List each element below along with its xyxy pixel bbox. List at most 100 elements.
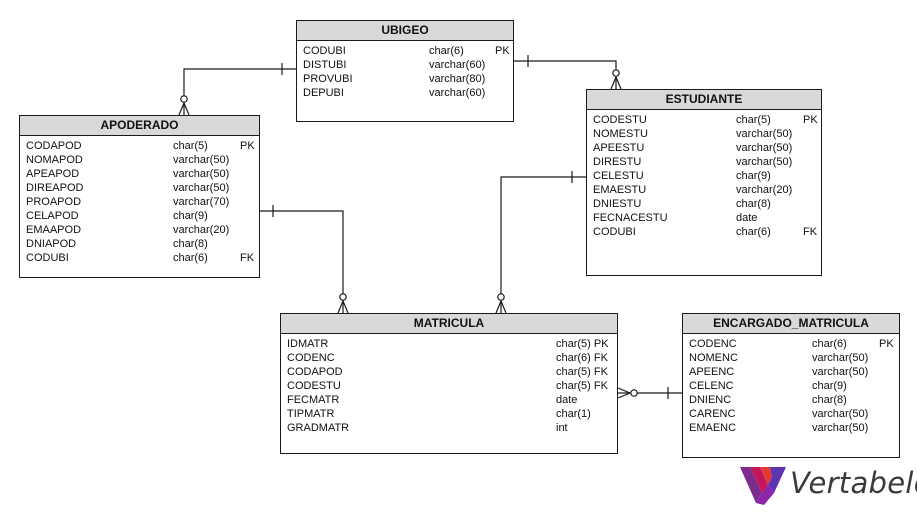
- table-title: ENCARGADO_MATRICULA: [683, 314, 899, 334]
- column-type: date: [736, 212, 758, 224]
- column-name: FECMATR: [287, 394, 340, 406]
- column-type: varchar(50): [173, 168, 230, 180]
- column-name: APEESTU: [593, 142, 645, 154]
- vertabelo-logo: Vertabelo: [740, 463, 917, 509]
- column-name: EMAESTU: [593, 184, 647, 196]
- column-name: CODESTU: [593, 114, 647, 126]
- column-name: EMAENC: [689, 422, 737, 434]
- column-key: PK: [879, 338, 894, 350]
- optional-marker: [612, 69, 620, 77]
- column-type: char(8): [173, 238, 208, 250]
- column-type: varchar(70): [173, 196, 230, 208]
- optional-marker: [180, 95, 188, 103]
- column-type: varchar(50): [736, 128, 793, 140]
- column-type: char(6): [429, 45, 464, 57]
- column-name: DIREAPOD: [26, 182, 84, 194]
- relation-ubigeo-estudiante: [514, 60, 617, 89]
- column-row[interactable]: CODUBI char(6) PK: [297, 44, 513, 58]
- column-name: PROVUBI: [303, 73, 353, 85]
- column-row[interactable]: GRADMATR int: [281, 421, 617, 435]
- column-type: int: [556, 422, 568, 434]
- column-type: varchar(20): [736, 184, 793, 196]
- column-row[interactable]: PROVUBI varchar(80): [297, 72, 513, 86]
- column-name: CODAPOD: [26, 140, 82, 152]
- column-key: PK: [803, 114, 818, 126]
- optional-marker: [630, 389, 638, 397]
- column-name: CELESTU: [593, 170, 644, 182]
- column-type: varchar(50): [736, 156, 793, 168]
- column-name: APEAPOD: [26, 168, 80, 180]
- column-row[interactable]: DISTUBI varchar(60): [297, 58, 513, 72]
- column-row[interactable]: EMAESTU varchar(20): [587, 183, 821, 197]
- column-type: char(5) FK: [556, 380, 608, 392]
- column-type: varchar(80): [429, 73, 486, 85]
- many-marker: [337, 299, 349, 314]
- column-name: CODUBI: [303, 45, 346, 57]
- column-type: char(6): [173, 252, 208, 264]
- column-type: char(8): [736, 198, 771, 210]
- column-row[interactable]: FECMATR date: [281, 393, 617, 407]
- column-name: APEENC: [689, 366, 735, 378]
- column-name: NOMAPOD: [26, 154, 83, 166]
- column-name: IDMATR: [287, 338, 329, 350]
- column-type: varchar(50): [736, 142, 793, 154]
- column-row[interactable]: CODUBI char(6) FK: [587, 225, 821, 239]
- relation-estudiante-matricula: [500, 176, 586, 313]
- column-type: date: [556, 394, 578, 406]
- column-row[interactable]: NOMAPOD varchar(50): [20, 153, 259, 167]
- table-title: ESTUDIANTE: [587, 90, 821, 110]
- column-type: varchar(60): [429, 59, 486, 71]
- vertabelo-logo-text: Vertabelo: [790, 466, 917, 500]
- column-type: varchar(50): [173, 154, 230, 166]
- column-name: GRADMATR: [287, 422, 350, 434]
- column-key: PK: [495, 45, 510, 57]
- vertabelo-logo-icon: [740, 467, 786, 505]
- column-type: char(8): [812, 394, 847, 406]
- column-name: CODUBI: [593, 226, 636, 238]
- column-row[interactable]: APEESTU varchar(50): [587, 141, 821, 155]
- column-row[interactable]: APEAPOD varchar(50): [20, 167, 259, 181]
- column-type: char(6) FK: [556, 352, 608, 364]
- column-name: EMAAPOD: [26, 224, 82, 236]
- column-key: FK: [803, 226, 818, 238]
- column-type: char(6): [736, 226, 771, 238]
- column-name: DISTUBI: [303, 59, 347, 71]
- many-marker: [495, 299, 507, 314]
- relation-apoderado-matricula: [260, 210, 344, 313]
